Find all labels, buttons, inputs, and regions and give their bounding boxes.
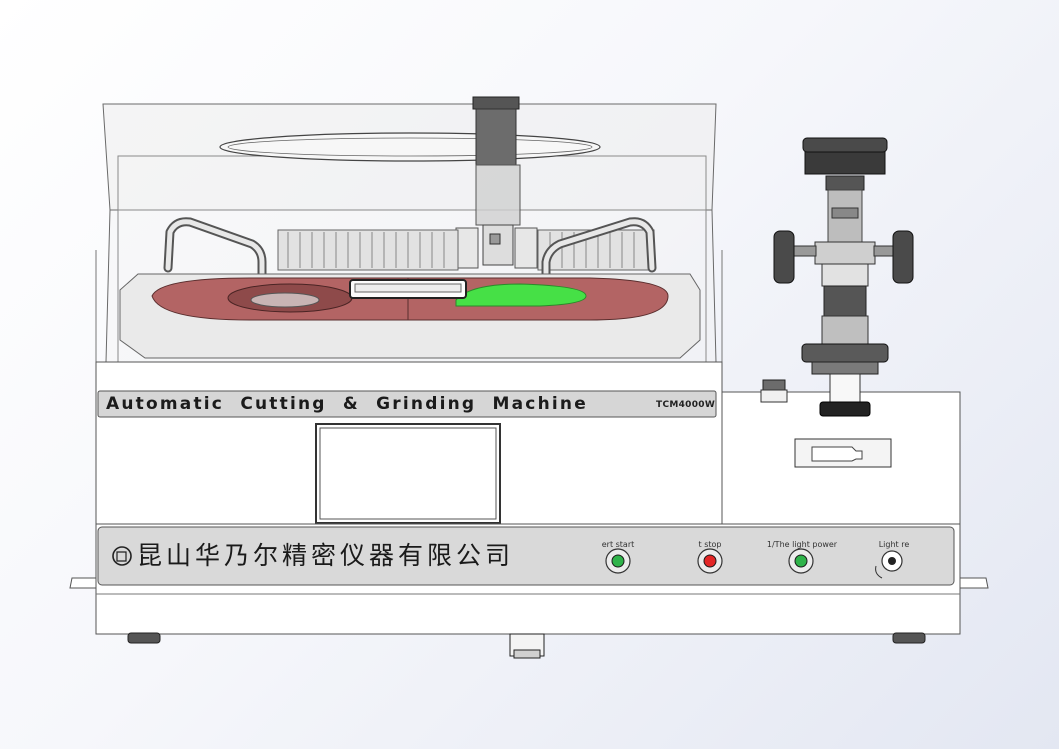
stop-button-label: t stop	[698, 540, 722, 549]
start-button[interactable]	[605, 548, 631, 574]
light-power-button-label: 1/The light power	[766, 540, 838, 549]
title-plate	[97, 390, 717, 418]
company-name: 昆山华乃尔精密仪器有限公司	[137, 541, 515, 570]
coolant-rack-left	[277, 229, 459, 271]
focus-knob-left[interactable]	[773, 230, 795, 284]
cover-handle[interactable]	[219, 132, 601, 162]
machine-title: Automatic Cutting & Grinding Machine	[106, 394, 588, 414]
control-panel	[97, 526, 955, 586]
company-logo	[112, 546, 132, 566]
stop-button[interactable]	[697, 548, 723, 574]
grinding-disc	[151, 277, 669, 321]
light-knob[interactable]	[875, 550, 903, 579]
model-number: TCM4000W	[656, 400, 716, 410]
light-knob-label: Light re	[878, 540, 910, 549]
focus-knob-right[interactable]	[892, 230, 914, 284]
feet	[127, 632, 926, 659]
spindle-motor	[455, 96, 538, 269]
start-button-label: ert start	[601, 540, 635, 549]
light-power-button[interactable]	[788, 548, 814, 574]
mount-bracket-right	[959, 565, 989, 589]
microscope	[760, 137, 914, 468]
mount-bracket-left	[69, 577, 97, 589]
